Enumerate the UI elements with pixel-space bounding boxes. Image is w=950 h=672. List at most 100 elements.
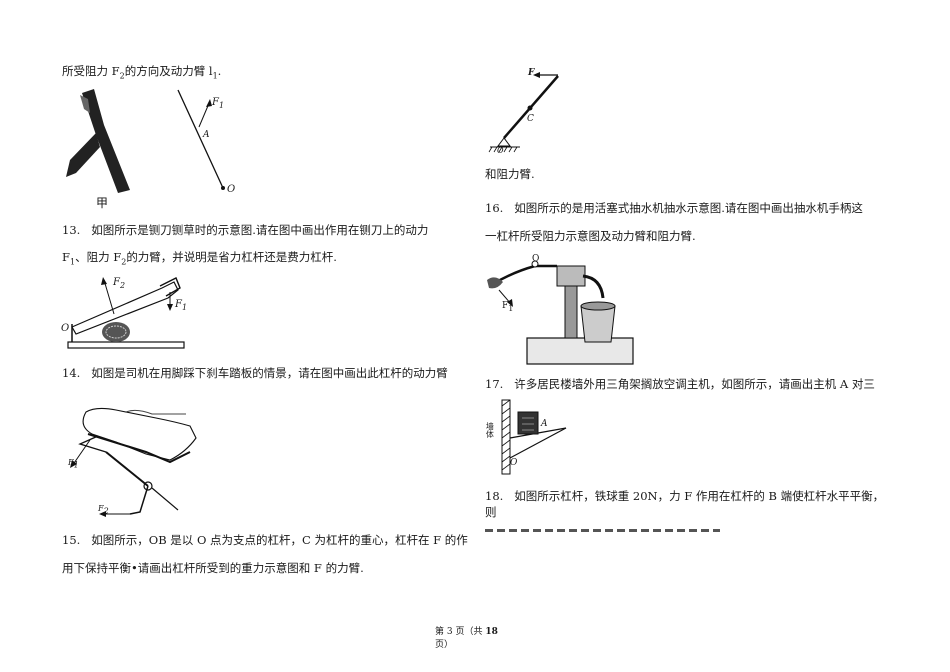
figure-q15-label-c: C (527, 114, 534, 124)
figure-q16-handle (492, 264, 557, 286)
q18-line1: 18. 如图所示杠杆，铁球重 20N，力 F 作用在杠杆的 B 端使杠杆水平平衡… (485, 489, 884, 504)
figure-q17 (501, 399, 567, 475)
figure-q16-label-o: O (532, 254, 540, 264)
q18-number: 18. (485, 489, 504, 503)
figure-q14-lever (105, 451, 149, 487)
text-frag: 的力臂，并说明是省力杠杆还是费力杠杆. (126, 250, 337, 264)
figure-q13 (67, 277, 185, 349)
figure-q13-force-f2 (103, 279, 115, 315)
cropped-text-fragment (485, 527, 720, 533)
text-frag: 的方向及动力臂 l (124, 64, 213, 78)
figure-q14-shoe (82, 407, 197, 461)
q18-text: 如图所示杠杆，铁球重 20N，力 F 作用在杠杆的 B 端使杠杆水平平衡， (514, 489, 885, 503)
figure-q13-label-f2: F2 (113, 276, 125, 291)
figure-q16-hand (487, 277, 503, 289)
figure-q17-unit (517, 411, 539, 435)
text-sub: 1 (181, 303, 188, 312)
q15-number: 15. (62, 533, 81, 547)
q15-continued: 和阻力臂. (485, 167, 535, 181)
figure-q15-force-head (533, 72, 540, 78)
text-frag: 所受阻力 F (62, 64, 120, 78)
text-frag: . (217, 64, 222, 78)
text-frag: F (212, 97, 219, 108)
q17-number: 17. (485, 377, 504, 391)
figure-q17-wall (501, 399, 511, 475)
figure-q13-handle (159, 277, 181, 297)
figure-q15-center-of-gravity (527, 105, 533, 111)
figure-q17-brace (509, 427, 567, 459)
q16-text: 如图所示的是用活塞式抽水机抽水示意图.请在图中画出抽水机手柄这 (514, 201, 863, 215)
figure-q14-pant (125, 409, 186, 415)
q13-number: 13. (62, 223, 81, 237)
text-frag: F (62, 250, 70, 264)
figure-q12-label-o: O (227, 184, 236, 195)
figure-q16-spout (582, 274, 605, 299)
figure-q17-unit-grille (522, 417, 534, 431)
q15-line2: 用下保持平衡•请画出杠杆所受到的重力示意图和 F 的力臂. (62, 561, 364, 575)
figure-q15-label-f: F (528, 68, 535, 78)
text-sub: 1 (508, 303, 514, 313)
q15-line1: 15. 如图所示，OB 是以 O 点为支点的杠杆，C 为杠杆的重心，杠杆在 F … (62, 533, 468, 548)
figure-q14-force-f2-head (99, 511, 106, 517)
text-frag: 、阻力 F (75, 250, 122, 264)
figure-q15 (488, 72, 559, 153)
text-sub: 1 (212, 71, 218, 81)
figure-q13-label-f1: F1 (175, 298, 187, 313)
text-frag: F (98, 504, 104, 513)
figure-q16-force-f1-head (507, 299, 513, 307)
page-footer: 第 3 页（共 18 页） (435, 626, 498, 651)
q17-text: 许多居民楼墙外用三角架搁放空调主机，如图所示，请画出主机 A 对三 (514, 377, 875, 391)
text-sub: 2 (103, 506, 109, 516)
figure-q16-base (526, 337, 634, 365)
figure-q12-tool-tip (80, 95, 90, 113)
q13-text: 如图所示是铡刀铡草时的示意图.请在图中画出作用在铡刀上的动力 (91, 223, 429, 237)
text-frag: F (113, 277, 120, 288)
text-frag: F (68, 458, 74, 467)
figure-q16-label-f1: F1 (502, 301, 513, 314)
text-sub: 2 (119, 71, 125, 81)
footer-text: 第 3 页（共 (435, 627, 486, 637)
text-frag: F (175, 299, 182, 310)
q14-line1: 14. 如图是司机在用脚踩下刹车踏板的情景，请在图中画出此杠杆的动力臂 (62, 366, 448, 381)
figure-q13-grass-texture (105, 325, 127, 339)
figure-q17-label-o: O (510, 458, 518, 468)
figure-q12-label-a: A (203, 130, 210, 140)
figure-q14 (70, 407, 197, 517)
figure-q14-rod (129, 485, 149, 515)
figure-q17-label-a: A (541, 419, 548, 429)
figure-q12-pivot (221, 186, 225, 190)
q18-line2: 则 (485, 505, 497, 519)
figure-q16-pivot (531, 260, 539, 268)
figure-q13-force-f1-head (167, 304, 173, 311)
q14-number: 14. (62, 366, 81, 380)
figure-q16 (487, 260, 634, 365)
figure-q15-ground-hatch (488, 146, 518, 153)
text-sub: 2 (119, 281, 126, 290)
figure-q15-pivot-support (497, 137, 511, 147)
figure-q14-pivot (143, 481, 153, 491)
figure-q12 (66, 89, 225, 193)
figure-q12-label-jia: 甲 (96, 196, 109, 210)
figure-q16-bucket (580, 305, 616, 343)
figure-q17-wall-hatch (501, 399, 511, 471)
figure-q15-label-o: O (497, 146, 504, 155)
text-sub: 1 (218, 101, 225, 110)
q16-number: 16. (485, 201, 504, 215)
q13-line2: F1、阻力 F2的力臂，并说明是省力杠杆还是费力杠杆. (62, 250, 337, 268)
figure-q12-lever (177, 89, 224, 189)
figure-q14-link (151, 487, 179, 511)
footer-total: 18 (485, 627, 498, 637)
figure-q12-force-arrowhead (206, 99, 212, 107)
q15-text: 如图所示，OB 是以 O 点为支点的杠杆，C 为杠杆的重心，杠杆在 F 的作 (91, 533, 468, 547)
text-sub: 1 (73, 460, 79, 470)
figure-q12-label-f1: F1 (212, 96, 224, 111)
figure-q13-label-o: O (61, 323, 70, 334)
text-frag: F (502, 301, 509, 311)
figure-q12-tool-blade (66, 133, 100, 177)
q12-tail-text: 所受阻力 F2的方向及动力臂 l1. (62, 64, 221, 82)
figure-q13-force-f2-head (101, 277, 107, 285)
cropped-text-strip (485, 529, 720, 532)
figure-q16-bucket-rim (580, 301, 616, 311)
figure-q12-tool-handle (82, 89, 130, 193)
figure-q16-pump-cylinder (556, 265, 586, 287)
